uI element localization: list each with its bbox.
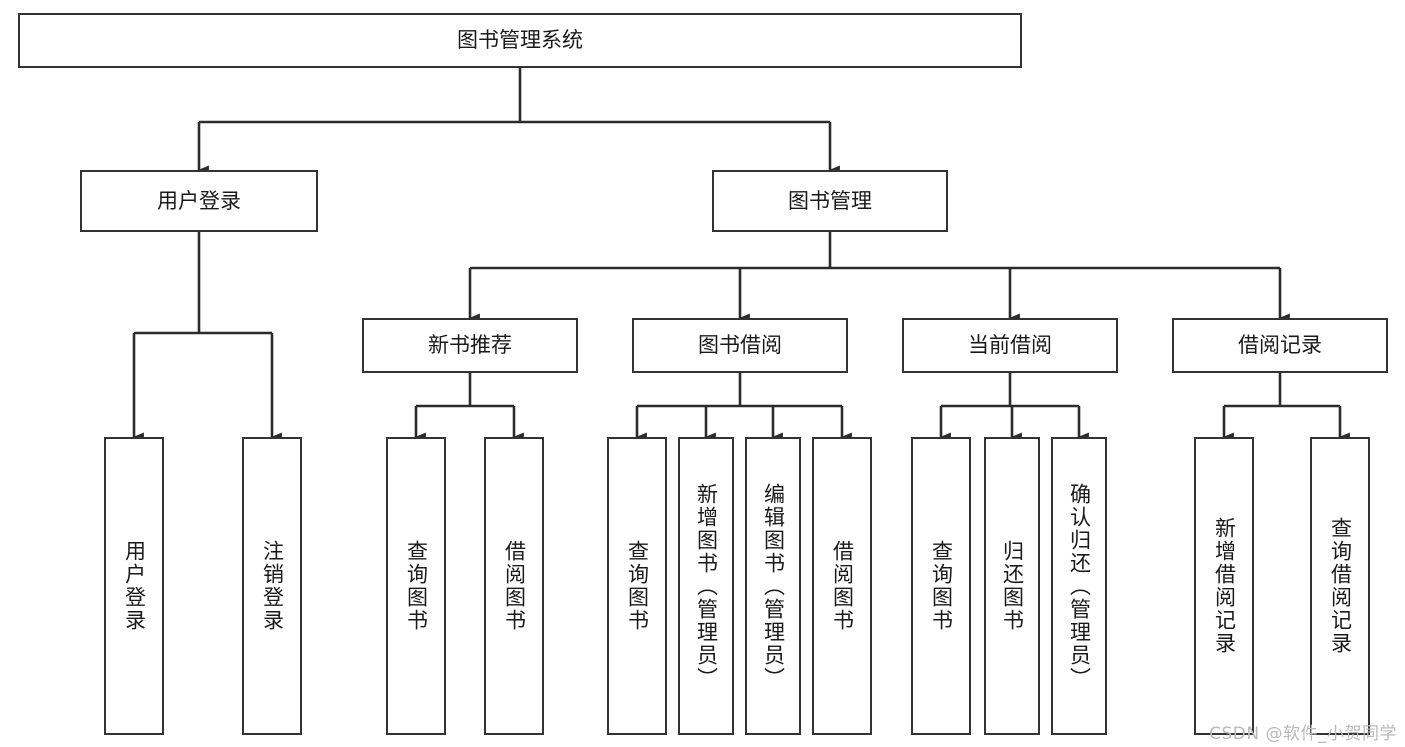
node-label: 编辑图书（管理员） — [761, 482, 786, 690]
node-label: 新增借阅记录 — [1212, 517, 1237, 655]
leaf-confirm-return-admin[interactable]: 确认归还（管理员） — [1051, 437, 1107, 735]
node-user-login[interactable]: 用户登录 — [80, 170, 318, 232]
node-label: 查询图书 — [625, 540, 650, 632]
leaf-add-borrow-record[interactable]: 新增借阅记录 — [1194, 437, 1254, 735]
leaf-edit-book-admin[interactable]: 编辑图书（管理员） — [745, 437, 801, 735]
leaf-return-book[interactable]: 归还图书 — [984, 437, 1040, 735]
node-label: 确认归还（管理员） — [1067, 482, 1092, 690]
node-label: 归还图书 — [1000, 540, 1025, 632]
leaf-query-book-current[interactable]: 查询图书 — [911, 437, 971, 735]
node-borrow-record[interactable]: 借阅记录 — [1172, 318, 1388, 373]
leaf-borrow-book-borrow[interactable]: 借阅图书 — [812, 437, 872, 735]
node-label: 新增图书（管理员） — [694, 482, 719, 690]
leaf-borrow-book-recommendation[interactable]: 借阅图书 — [484, 437, 544, 735]
node-book-borrow[interactable]: 图书借阅 — [632, 318, 848, 373]
leaf-user-login[interactable]: 用户登录 — [104, 437, 164, 735]
node-label: 借阅图书 — [830, 540, 855, 632]
node-label: 用户登录 — [122, 540, 147, 632]
node-new-book-recommendation[interactable]: 新书推荐 — [362, 318, 578, 373]
leaf-query-book-borrow[interactable]: 查询图书 — [607, 437, 667, 735]
node-label: 图书借阅 — [698, 333, 782, 358]
node-label: 查询借阅记录 — [1328, 517, 1353, 655]
node-label: 借阅图书 — [502, 540, 527, 632]
node-root[interactable]: 图书管理系统 — [18, 13, 1022, 68]
node-label: 查询图书 — [929, 540, 954, 632]
node-label: 图书管理系统 — [457, 28, 583, 53]
leaf-query-borrow-record[interactable]: 查询借阅记录 — [1310, 437, 1370, 735]
leaf-add-book-admin[interactable]: 新增图书（管理员） — [678, 437, 734, 735]
node-label: 查询图书 — [404, 540, 429, 632]
leaf-user-logout[interactable]: 注销登录 — [242, 437, 302, 735]
node-label: 当前借阅 — [968, 333, 1052, 358]
node-label: 注销登录 — [260, 540, 285, 632]
node-label: 新书推荐 — [428, 333, 512, 358]
node-label: 借阅记录 — [1238, 333, 1322, 358]
leaf-query-book-recommendation[interactable]: 查询图书 — [386, 437, 446, 735]
watermark-text: CSDN @软件_小贺同学 — [1209, 724, 1397, 744]
node-label: 用户登录 — [157, 188, 241, 213]
node-current-borrow[interactable]: 当前借阅 — [902, 318, 1118, 373]
node-book-manage[interactable]: 图书管理 — [712, 170, 948, 232]
node-label: 图书管理 — [788, 188, 872, 213]
